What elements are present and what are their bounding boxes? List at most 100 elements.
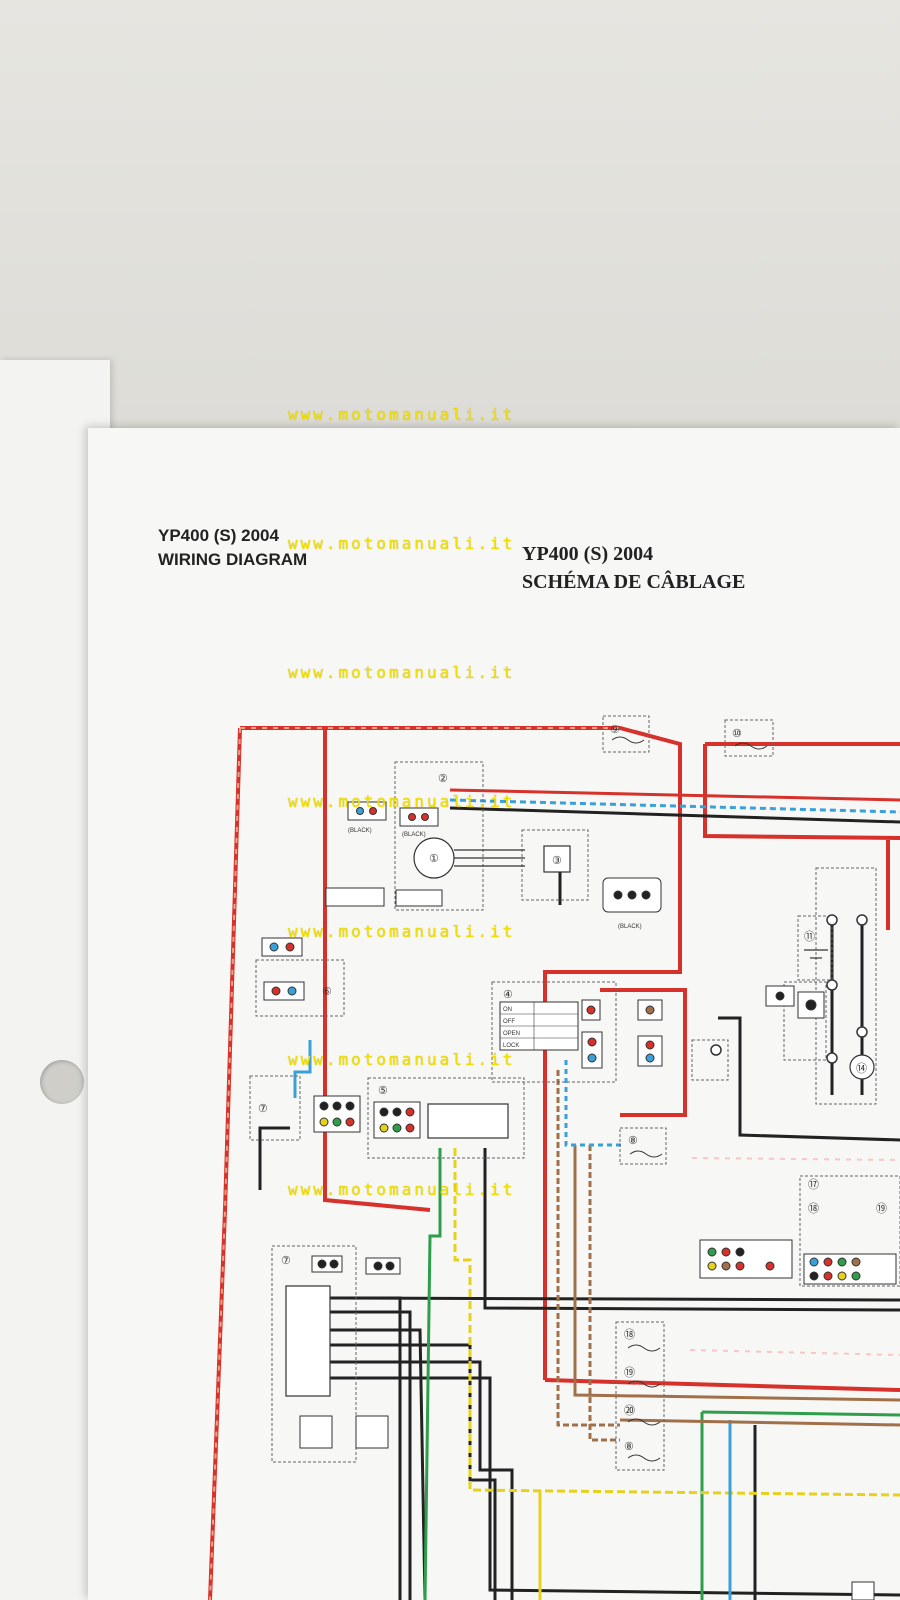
- callout-77: ⑦: [281, 1255, 291, 1267]
- box-77: [271, 1245, 357, 1463]
- callout-8: ⑧: [628, 1135, 638, 1147]
- box-8: [619, 1127, 667, 1165]
- pin-j1: [586, 1005, 596, 1015]
- wiring-diagram-sheet: [88, 428, 900, 1600]
- box-10: [724, 719, 774, 757]
- callout-17: ⑰: [808, 1178, 819, 1191]
- callout-9: ⑨: [610, 724, 620, 736]
- fuse-symbols: [611, 736, 768, 1462]
- watermark-1: www.motomanuali.it: [288, 405, 516, 424]
- connector-a: [347, 801, 387, 821]
- wire-black-bundle-5: [330, 1360, 514, 1600]
- box-4: [491, 981, 617, 1083]
- callout-3: ③: [552, 855, 562, 867]
- pin-o4: [851, 1257, 861, 1267]
- pin-a1: [356, 807, 364, 815]
- model-title-en: YP400 (S) 2004: [158, 526, 279, 545]
- diagram-title-en: WIRING DIAGRAM: [158, 550, 308, 569]
- pin-h5: [332, 1117, 342, 1127]
- wire-black-bundle-6: [330, 1376, 900, 1597]
- component-boxes: [249, 715, 900, 1471]
- pin-i4: [379, 1123, 389, 1133]
- wire-black-bundle-1: [330, 1296, 402, 1600]
- pin-i5: [392, 1123, 402, 1133]
- pin-o7: [837, 1271, 847, 1281]
- connector-r: [299, 1415, 333, 1449]
- callout-80: ⑳: [624, 1404, 635, 1417]
- pin-a2: [369, 807, 377, 815]
- terminal-3: [826, 979, 838, 991]
- callout-18: ⑱: [808, 1202, 819, 1215]
- rectifier-regulator: [543, 845, 571, 873]
- watermark-4: www.motomanuali.it: [288, 792, 516, 811]
- switch-row-lock: LOCK: [503, 1043, 519, 1049]
- pin-g1: [271, 986, 281, 996]
- main-switch-table: ON OFF OPEN LOCK: [499, 1001, 579, 1051]
- pin-h2: [332, 1101, 342, 1111]
- wire-red-switch-right: [600, 988, 687, 1117]
- pin-k1: [587, 1037, 597, 1047]
- connector-v: [851, 1581, 875, 1600]
- pin-h1: [319, 1101, 329, 1111]
- pin-i1: [379, 1107, 389, 1117]
- pin-e1: [613, 890, 623, 900]
- wire-black-ground-left: [258, 1126, 290, 1190]
- pin-l1: [645, 1005, 655, 1015]
- callout-4: ④: [503, 989, 513, 1001]
- pin-g2: [287, 986, 297, 996]
- box-mid-right: [783, 981, 827, 1061]
- pin-f1: [269, 942, 279, 952]
- callout-5: ⑤: [378, 1085, 388, 1097]
- wire-red-left-outer: [208, 727, 242, 1600]
- box-right-relays: [815, 867, 877, 1105]
- pin-o8: [851, 1271, 861, 1281]
- wire-black-bundle-3: [330, 1328, 427, 1600]
- wire-red-thin-top: [449, 788, 900, 802]
- label-black-3: (BLACK): [618, 924, 642, 930]
- switch-row-on: ON: [503, 1007, 512, 1013]
- connector-n: [699, 1239, 793, 1279]
- wire-blue-dashed: [564, 1060, 625, 1147]
- pin-o6: [823, 1271, 833, 1281]
- fuse-9: [611, 736, 645, 744]
- pin-b1: [408, 813, 416, 821]
- box-6: [255, 959, 345, 1017]
- wire-brown-4: [619, 1418, 900, 1427]
- fuse-81: [627, 1454, 661, 1462]
- pin-n1: [707, 1247, 717, 1257]
- pin-e3: [641, 890, 651, 900]
- wire-black-bundle-2: [330, 1310, 412, 1600]
- pin-i2: [392, 1107, 402, 1117]
- title-english: YP400 (S) 2004 WIRING DIAGRAM: [158, 524, 307, 572]
- box-17-18: [799, 1175, 900, 1287]
- stripe-red-white-1: [691, 1157, 900, 1161]
- label-black-1: (BLACK): [348, 828, 372, 834]
- connector-s: [355, 1415, 389, 1449]
- wire-green-1: [423, 1148, 442, 1600]
- pin-n3: [735, 1247, 745, 1257]
- callout-10: ⑩: [732, 728, 742, 740]
- callout-79: ⑲: [624, 1366, 635, 1379]
- watermark-7: www.motomanuali.it: [288, 1180, 516, 1199]
- ecu-block: [427, 1103, 509, 1139]
- pin-h6: [345, 1117, 355, 1127]
- connector-i: [373, 1101, 421, 1139]
- callout-19: ⑲: [876, 1202, 887, 1215]
- callout-11: ⑪: [804, 930, 815, 943]
- callout-78: ⑱: [624, 1328, 635, 1341]
- punch-hole: [40, 1060, 84, 1104]
- pin-p1: [317, 1259, 327, 1269]
- box-ground-right: [691, 1039, 729, 1081]
- terminal-4: [856, 1026, 868, 1038]
- connector-k: [581, 1031, 603, 1069]
- wire-red-lower: [544, 1378, 900, 1392]
- switch-row-off: OFF: [503, 1019, 515, 1025]
- box-7: [249, 1075, 301, 1141]
- pin-t1: [775, 991, 785, 1001]
- pin-e2: [627, 890, 637, 900]
- pin-n7: [765, 1261, 775, 1271]
- pin-n6: [735, 1261, 745, 1271]
- pin-i6: [405, 1123, 415, 1133]
- wire-blue-top: [449, 798, 900, 814]
